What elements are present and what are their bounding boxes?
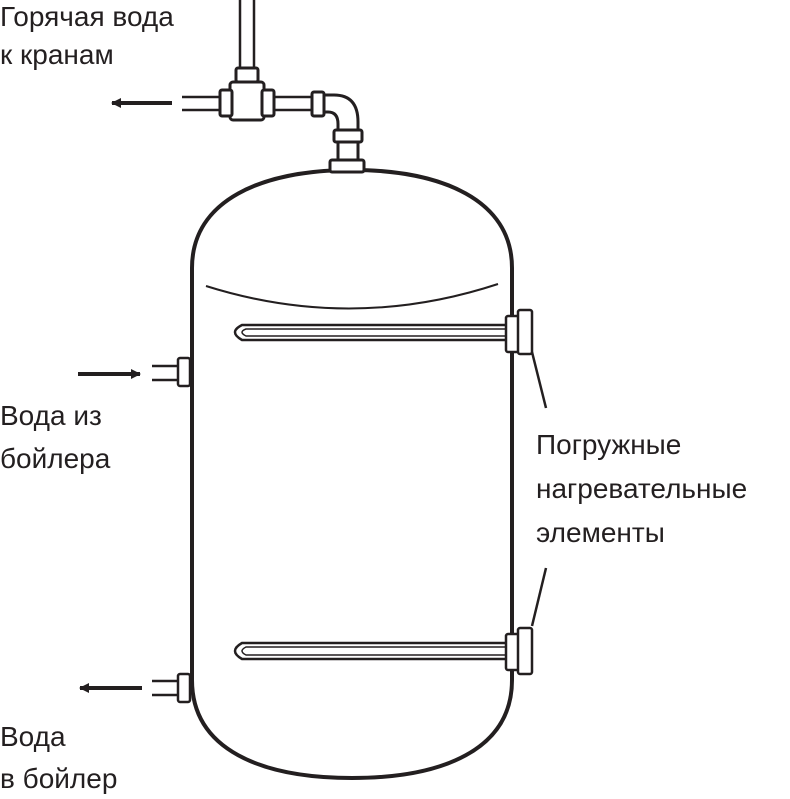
heating-elements-label-line3: элементы	[536, 517, 665, 548]
lower-outlet-pipe	[152, 672, 192, 704]
hot-water-label-line1: Горячая вода	[0, 1, 174, 32]
heating-elements-label-line2: нагревательные	[536, 473, 747, 504]
upper-heating-element	[233, 308, 534, 356]
water-from-boiler-label-line2: бойлера	[0, 443, 111, 474]
water-from-boiler-label-line1: Вода из	[0, 400, 102, 431]
water-to-boiler-label-line2: в бойлер	[0, 763, 117, 794]
elbow-fitting	[322, 93, 360, 134]
heating-elements-label-line1: Погружные	[536, 429, 681, 460]
leader-line-upper	[530, 351, 548, 409]
tee-fitting	[228, 80, 266, 122]
tank	[190, 168, 514, 780]
lower-heating-element	[233, 626, 534, 676]
leader-line-lower	[530, 567, 548, 627]
water-to-boiler-label-line1: Вода	[0, 721, 66, 752]
tank-body	[190, 168, 514, 780]
tank-inner-dome	[205, 283, 499, 310]
hot-water-outlet-pipe	[182, 0, 366, 174]
hot-water-label-line2: к кранам	[0, 39, 114, 70]
upper-inlet-pipe	[152, 356, 192, 388]
